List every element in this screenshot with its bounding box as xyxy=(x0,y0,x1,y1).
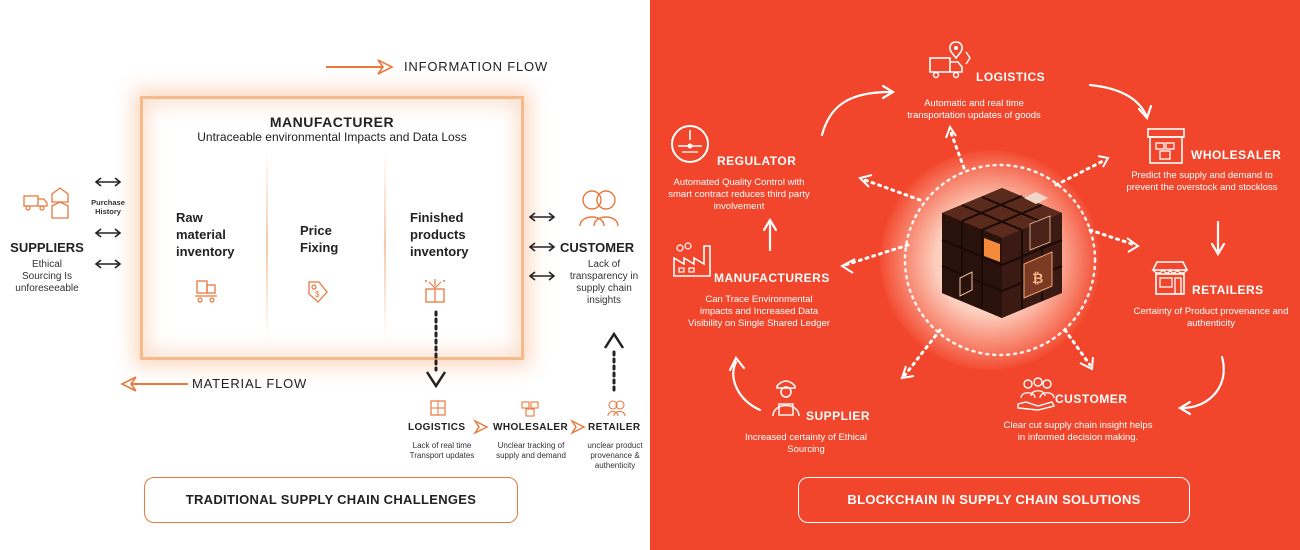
customer-desc: Lack of transparency in supply chain ins… xyxy=(569,259,639,306)
retail-shop-icon xyxy=(1151,261,1189,295)
information-flow-label: INFORMATION FLOW xyxy=(404,59,548,74)
divider xyxy=(384,150,386,340)
flow-arrows xyxy=(728,83,1226,416)
customer-icon xyxy=(579,190,619,227)
material-flow-arrow-icon xyxy=(120,376,188,392)
retailer-icon xyxy=(607,400,626,417)
bidirectional-arrow-icon xyxy=(528,242,556,252)
manufacturer-subtitle: Untraceable environmental Impacts and Da… xyxy=(197,130,467,144)
bidirectional-arrow-icon xyxy=(94,228,122,238)
chevron-right-icon xyxy=(473,419,489,435)
logistics-desc: Lack of real time Transport updates xyxy=(409,441,475,460)
bidirectional-arrow-icon xyxy=(528,212,556,222)
inventory-cart-icon xyxy=(195,280,217,303)
traditional-footer: TRADITIONAL SUPPLY CHAIN CHALLENGES xyxy=(144,477,518,523)
customer-title: CUSTOMER xyxy=(560,240,635,255)
price-fixing-label: Price Fixing xyxy=(300,223,339,255)
manufacturer-title: MANUFACTURER xyxy=(269,114,395,130)
bc-retailers-title: RETAILERS xyxy=(1192,283,1264,297)
bc-wholesaler-title: WHOLESALER xyxy=(1191,148,1282,162)
finished-products-label: Finished products inventory xyxy=(410,210,469,259)
bc-supplier-desc: Increased certainty of Ethical Sourcing xyxy=(745,432,867,455)
bidirectional-arrow-icon xyxy=(94,177,122,187)
blockchain-footer: BLOCKCHAIN IN SUPPLY CHAIN SOLUTIONS xyxy=(798,477,1190,523)
raw-material-label: Raw material inventory xyxy=(176,210,235,259)
svg-text:$: $ xyxy=(315,290,320,299)
bc-manufacturers-title: MANUFACTURERS xyxy=(714,271,830,285)
bc-supplier-title: SUPPLIER xyxy=(806,409,871,423)
traditional-panel: INFORMATION FLOW MANUFACTURER Untraceabl… xyxy=(10,59,643,523)
blockchain-cube-icon: ₿ xyxy=(941,188,1063,318)
bc-regulator-desc: Automated Quality Control with smart con… xyxy=(668,177,810,212)
factory-icon xyxy=(673,242,711,277)
wholesaler-desc: Unclear tracking of supply and demand xyxy=(496,441,566,460)
wholesaler-icon xyxy=(521,401,539,417)
suppliers-desc: Ethical Sourcing Is unforeseeable xyxy=(15,259,79,294)
gift-box-icon xyxy=(425,279,445,303)
retailer-desc: unclear product provenance & authenticit… xyxy=(587,441,643,470)
bc-regulator-title: REGULATOR xyxy=(717,154,797,168)
material-flow-label: MATERIAL FLOW xyxy=(192,376,308,391)
retailer-title: RETAILER xyxy=(588,422,641,433)
blockchain-panel: ₿ LOGISTICS Automatic and real time tran… xyxy=(650,0,1300,550)
logistics-icon xyxy=(430,400,446,416)
up-arrow-icon xyxy=(603,332,625,392)
bc-customer-desc: Clear cut supply chain insight helps in … xyxy=(1003,420,1153,443)
bidirectional-arrow-icon xyxy=(94,259,122,269)
bc-logistics-title: LOGISTICS xyxy=(976,70,1046,84)
manufacturer-box xyxy=(140,96,524,360)
regulator-gauge-icon xyxy=(671,125,709,163)
purchase-history-label: Purchase History xyxy=(91,198,125,216)
bc-retailers-desc: Certainty of Product provenance and auth… xyxy=(1133,306,1289,329)
divider xyxy=(266,150,268,340)
wholesaler-store-icon xyxy=(1147,128,1185,164)
information-flow-arrow-icon xyxy=(326,59,394,75)
suppliers-title: SUPPLIERS xyxy=(10,240,84,255)
suppliers-icon xyxy=(23,187,69,219)
bc-wholesaler-desc: Predict the supply and demand to prevent… xyxy=(1126,170,1278,193)
price-tag-icon: $ xyxy=(308,281,328,303)
bc-customer-title: CUSTOMER xyxy=(1055,392,1128,406)
supplier-person-icon xyxy=(772,380,800,417)
bc-manufacturers-desc: Can Trace Environmental impacts and Incr… xyxy=(688,294,830,329)
bc-logistics-desc: Automatic and real time transportation u… xyxy=(907,98,1041,121)
svg-text:₿: ₿ xyxy=(1032,270,1043,286)
logistics-truck-icon xyxy=(929,41,971,79)
logistics-title: LOGISTICS xyxy=(408,422,466,433)
chevron-right-icon xyxy=(570,419,586,435)
wholesaler-title: WHOLESALER xyxy=(493,422,569,433)
down-arrow-icon xyxy=(425,310,447,389)
customer-hand-icon xyxy=(1017,377,1056,411)
bidirectional-arrow-icon xyxy=(528,271,556,281)
